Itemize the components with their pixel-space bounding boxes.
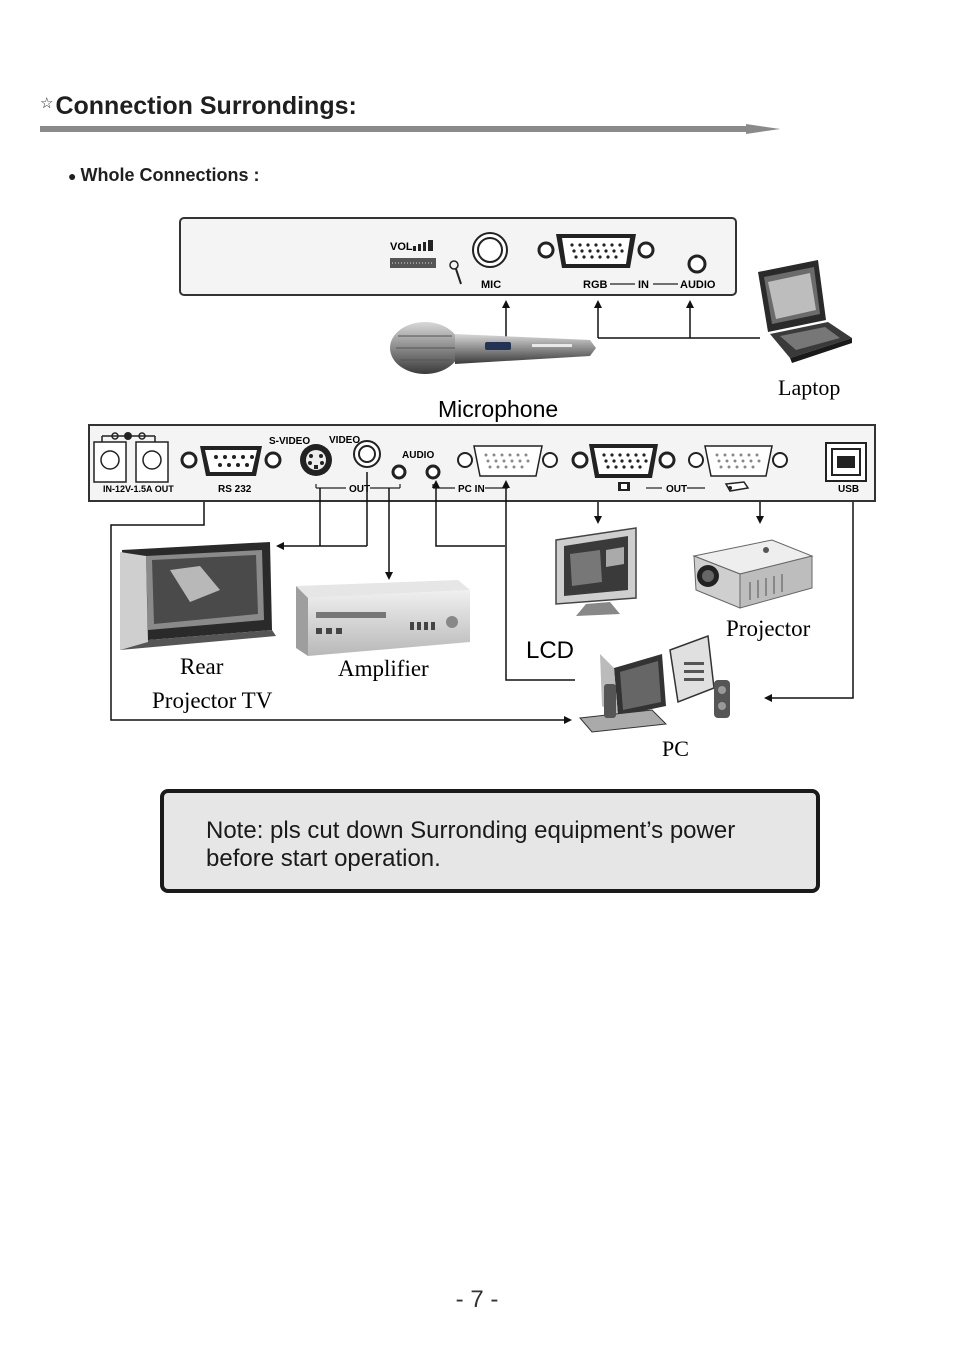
video-jack [353, 440, 381, 468]
note-text: Note: pls cut down Surronding equipment’… [206, 817, 736, 872]
rgb-vga-port [537, 234, 655, 268]
star-icon: ☆ [40, 95, 54, 112]
top-panel: VOL MIC [179, 217, 737, 296]
video-label: VIDEO [329, 435, 360, 446]
rgb-label: RGB [583, 279, 608, 291]
monitor-out-label: OUT [666, 484, 687, 495]
audio-label: AUDIO [680, 279, 716, 291]
projector-symbol-icon [724, 481, 750, 492]
rear-tv-label-line2: Projector TV [152, 688, 273, 713]
small-mic-icon [449, 260, 462, 285]
heading-underline [40, 124, 780, 134]
power-label: IN-12V-1.5A OUT [103, 484, 174, 494]
rs232-port [180, 446, 282, 476]
laptop-label: Laptop [778, 375, 840, 400]
section-subheading: ●Whole Connections : [68, 165, 259, 186]
usb-label: USB [838, 484, 859, 495]
connection-diagram: VOL MIC [88, 217, 876, 761]
svideo-label: S-VIDEO [269, 436, 310, 447]
pc-label: PC [662, 736, 689, 761]
audio-jack [687, 254, 707, 274]
lcd-icon [555, 527, 637, 616]
pc-icon [579, 634, 730, 733]
rear-tv-label-line1: Rear [180, 654, 224, 679]
audio-out-jack [391, 464, 407, 480]
rear-audio-label: AUDIO [402, 450, 434, 461]
mic-label: MIC [481, 279, 501, 291]
lcd-label: LCD [526, 637, 574, 664]
video-out-label: OUT [349, 484, 370, 495]
amplifier-icon [296, 580, 470, 656]
usb-port [825, 442, 867, 482]
svideo-port [300, 444, 332, 476]
mic-jack [472, 232, 508, 268]
rs232-label: RS 232 [218, 484, 252, 495]
subheading-title: Whole Connections : [80, 165, 260, 185]
bullet-icon: ● [68, 168, 77, 184]
projector-label: Projector [726, 616, 811, 641]
monitor-out-vga-port [571, 444, 676, 478]
vol-label: VOL [390, 241, 413, 253]
volume-bars-icon [413, 240, 433, 251]
pc-in-label: PC IN [458, 484, 485, 495]
pc-in-vga-port [457, 445, 558, 477]
tv-icon [120, 542, 276, 650]
page-heading: ☆Connection Surrondings: [40, 92, 357, 121]
amplifier-label: Amplifier [338, 656, 429, 681]
page-number: - 7 - [455, 1286, 499, 1313]
rear-panel: IN-12V-1.5A OUT RS 232 S-VIDEO VIDEO [88, 424, 876, 502]
audio-in-jack [425, 464, 441, 480]
note-box: Note: pls cut down Surronding equipment’… [160, 789, 820, 893]
projector-icon [692, 539, 814, 609]
laptop-icon [758, 260, 852, 363]
microphone-label: Microphone [438, 396, 558, 422]
projector-out-vga-port [688, 445, 788, 477]
in-label: IN [638, 279, 649, 291]
heading-title: Connection Surrondings: [55, 92, 357, 120]
microphone-icon [390, 322, 596, 374]
